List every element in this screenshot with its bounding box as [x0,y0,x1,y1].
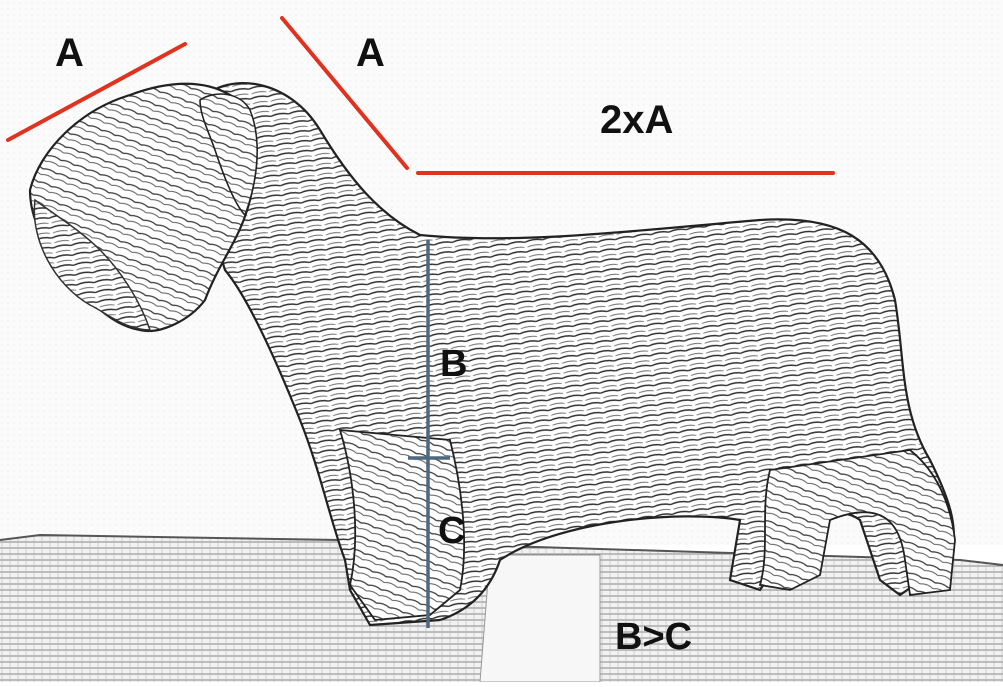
label-b-greater-than-c: B>C [615,618,692,656]
label-b: B [440,345,467,383]
floor-mat [480,555,600,682]
label-c: C [438,512,465,550]
label-two-a: 2xA [600,100,673,140]
label-a-neck: A [356,33,385,73]
label-a-head: A [55,33,84,73]
